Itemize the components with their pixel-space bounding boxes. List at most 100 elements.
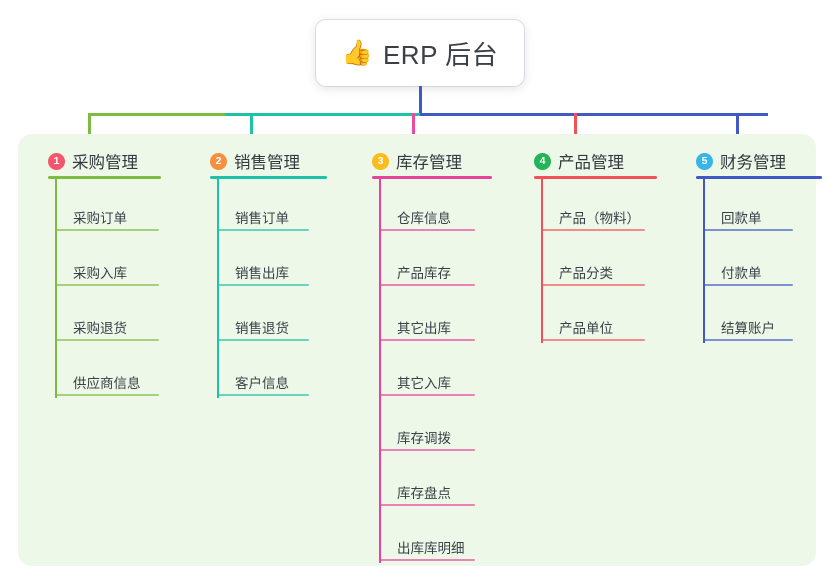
connector-drop-2 — [250, 113, 253, 144]
connector-trunk — [419, 86, 422, 116]
column-badge-1: 1 — [48, 152, 65, 170]
column-item[interactable]: 销售订单 — [217, 197, 309, 231]
column-item[interactable]: 客户信息 — [217, 362, 309, 396]
column-item-label: 产品分类 — [559, 266, 613, 281]
column-item[interactable]: 结算账户 — [703, 307, 793, 341]
column-item[interactable]: 其它出库 — [379, 307, 475, 341]
thumbs-up-icon: 👍 — [341, 38, 373, 67]
column-item-rule — [55, 339, 159, 341]
column-item-label: 销售订单 — [235, 211, 289, 226]
connector-drop-5 — [736, 113, 739, 144]
column-header-rule — [534, 176, 657, 179]
column-item-label: 销售出库 — [235, 266, 289, 281]
column-item[interactable]: 库存盘点 — [379, 472, 475, 506]
column-item-label: 其它入库 — [397, 376, 451, 391]
branch-panel-background — [18, 134, 816, 566]
column-item-label: 其它出库 — [397, 321, 451, 336]
column-item[interactable]: 采购入库 — [55, 252, 159, 286]
root-node-erp-backend[interactable]: 👍 ERP 后台 — [316, 20, 524, 86]
column-item-rule — [217, 339, 309, 341]
column-item[interactable]: 采购订单 — [55, 197, 159, 231]
connector-bar-blue — [420, 113, 768, 116]
column-item[interactable]: 付款单 — [703, 252, 793, 286]
column-title: 库存管理 — [396, 154, 462, 172]
column-item[interactable]: 仓库信息 — [379, 197, 475, 231]
branch-column-产品管理: 4 产品管理 产品（物料） 产品分类 产品单位 — [519, 146, 657, 343]
column-header-产品管理[interactable]: 4 产品管理 — [519, 146, 624, 176]
column-item-label: 采购入库 — [73, 266, 127, 281]
column-item-rule — [379, 504, 475, 506]
column-item[interactable]: 产品库存 — [379, 252, 475, 286]
column-item-rule — [379, 229, 475, 231]
column-item-rule — [55, 394, 159, 396]
column-item-label: 供应商信息 — [73, 376, 141, 391]
column-item[interactable]: 产品（物料） — [541, 197, 645, 231]
column-item-label: 回款单 — [721, 211, 762, 226]
connector-bar-teal — [225, 113, 420, 116]
column-title: 财务管理 — [720, 154, 786, 172]
column-badge-5: 5 — [696, 152, 713, 170]
column-item-rule — [703, 339, 793, 341]
column-item-label: 采购退货 — [73, 321, 127, 336]
column-item-rule — [703, 229, 793, 231]
column-item[interactable]: 供应商信息 — [55, 362, 159, 396]
column-item[interactable]: 回款单 — [703, 197, 793, 231]
column-title: 销售管理 — [234, 154, 300, 172]
column-item-rule — [379, 394, 475, 396]
branch-column-采购管理: 1 采购管理 采购订单 采购入库 采购退货 供应商信息 — [33, 146, 161, 398]
column-badge-3: 3 — [372, 152, 389, 170]
column-badge-2: 2 — [210, 152, 227, 170]
column-header-库存管理[interactable]: 3 库存管理 — [357, 146, 462, 176]
root-node-title: ERP 后台 — [382, 39, 499, 70]
column-item-rule — [379, 284, 475, 286]
column-spine — [541, 179, 543, 343]
column-spine — [217, 179, 219, 398]
column-item[interactable]: 出库库明细 — [379, 527, 475, 561]
column-item[interactable]: 销售退货 — [217, 307, 309, 341]
column-header-rule — [696, 176, 822, 179]
column-item-rule — [217, 229, 309, 231]
column-item[interactable]: 产品单位 — [541, 307, 645, 341]
column-item-label: 仓库信息 — [397, 211, 451, 226]
column-spine — [703, 179, 705, 343]
column-header-rule — [210, 176, 327, 179]
column-item[interactable]: 其它入库 — [379, 362, 475, 396]
column-item-label: 结算账户 — [721, 321, 775, 336]
connector-drop-3 — [412, 113, 415, 144]
connector-drop-1 — [88, 113, 91, 144]
column-header-rule — [372, 176, 492, 179]
column-item-rule — [379, 559, 475, 561]
column-spine — [55, 179, 57, 398]
column-spine — [379, 179, 381, 563]
branch-column-库存管理: 3 库存管理 仓库信息 产品库存 其它出库 其它入库 库存调拨 库存盘点 出库库… — [357, 146, 492, 563]
column-item-label: 产品单位 — [559, 321, 613, 336]
column-item[interactable]: 产品分类 — [541, 252, 645, 286]
column-item-label: 客户信息 — [235, 376, 289, 391]
column-header-采购管理[interactable]: 1 采购管理 — [33, 146, 138, 176]
column-item[interactable]: 库存调拨 — [379, 417, 475, 451]
column-item[interactable]: 销售出库 — [217, 252, 309, 286]
column-item-label: 库存盘点 — [397, 486, 451, 501]
column-item-rule — [541, 284, 645, 286]
column-item-label: 产品库存 — [397, 266, 451, 281]
column-item-rule — [379, 449, 475, 451]
column-item-label: 产品（物料） — [559, 211, 640, 226]
root-node-content: 👍 ERP 后台 — [342, 35, 498, 72]
column-item-label: 销售退货 — [235, 321, 289, 336]
column-header-财务管理[interactable]: 5 财务管理 — [681, 146, 786, 176]
column-item-rule — [55, 284, 159, 286]
column-badge-4: 4 — [534, 152, 551, 170]
column-item-label: 出库库明细 — [397, 541, 465, 556]
column-item-label: 付款单 — [721, 266, 762, 281]
column-item-rule — [541, 339, 645, 341]
column-item-rule — [217, 284, 309, 286]
column-item-rule — [703, 284, 793, 286]
column-title: 采购管理 — [72, 154, 138, 172]
column-item-label: 库存调拨 — [397, 431, 451, 446]
column-header-销售管理[interactable]: 2 销售管理 — [195, 146, 300, 176]
column-item-rule — [217, 394, 309, 396]
connector-bar-green — [88, 113, 225, 116]
column-item[interactable]: 采购退货 — [55, 307, 159, 341]
column-item-rule — [55, 229, 159, 231]
